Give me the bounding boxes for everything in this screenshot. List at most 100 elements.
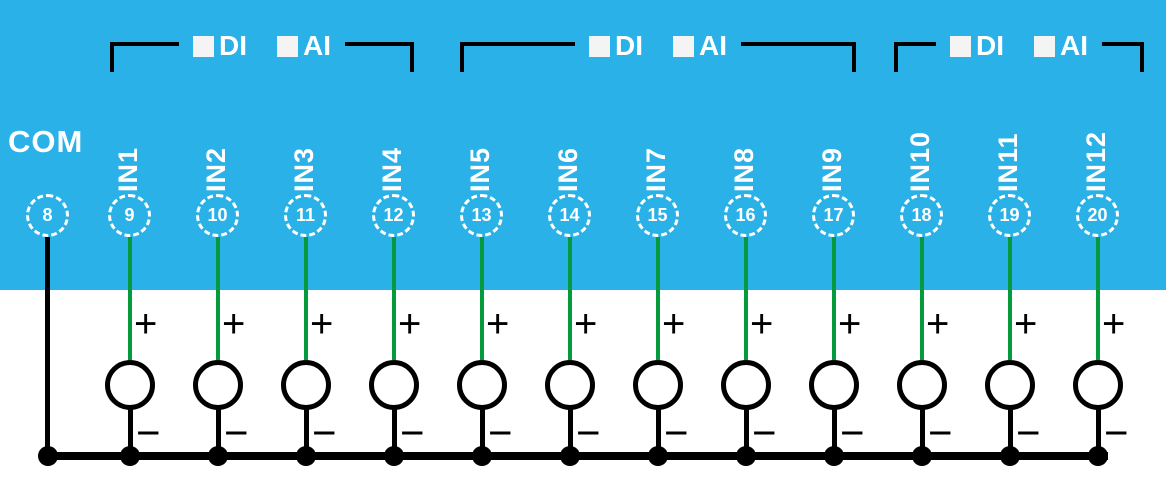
signal-wire-positive xyxy=(1096,237,1100,360)
plus-sign: + xyxy=(134,302,158,346)
return-wire xyxy=(1096,407,1101,457)
channel-label: IN9 xyxy=(817,146,847,192)
signal-wire-positive xyxy=(480,237,484,360)
sensor-circle xyxy=(897,360,947,410)
signal-wire-positive xyxy=(568,237,572,360)
di-checkbox-icon xyxy=(589,35,610,57)
channel-label: IN5 xyxy=(465,146,495,192)
sensor-circle xyxy=(105,360,155,410)
return-wire xyxy=(1008,407,1013,457)
channel-label: IN12 xyxy=(1081,130,1111,192)
terminal-pin: 15 xyxy=(636,194,679,237)
sensor-circle xyxy=(193,360,243,410)
di-checkbox-icon xyxy=(950,35,971,57)
signal-wire-positive xyxy=(832,237,836,360)
return-wire xyxy=(480,407,485,457)
channel-label: IN11 xyxy=(993,132,1023,192)
minus-sign: − xyxy=(400,409,425,456)
channel-label: IN2 xyxy=(201,146,231,192)
return-wire xyxy=(920,407,925,457)
terminal-pin-com: 8 xyxy=(26,194,69,237)
minus-sign: − xyxy=(136,409,161,456)
group-label: DI AI xyxy=(936,28,1102,64)
terminal-pin: 17 xyxy=(812,194,855,237)
signal-wire-positive xyxy=(392,237,396,360)
plus-sign: + xyxy=(398,302,422,346)
minus-sign: − xyxy=(928,409,953,456)
channel-label: IN3 xyxy=(289,146,319,192)
channel-label: IN6 xyxy=(553,146,583,192)
signal-wire-positive xyxy=(216,237,220,360)
signal-wire-positive xyxy=(304,237,308,360)
return-wire xyxy=(568,407,573,457)
minus-sign: − xyxy=(488,409,513,456)
return-wire xyxy=(304,407,309,457)
com-wire xyxy=(45,237,50,456)
sensor-circle xyxy=(985,360,1035,410)
minus-sign: − xyxy=(224,409,249,456)
ai-item: AI xyxy=(673,30,727,62)
sensor-circle xyxy=(281,360,331,410)
return-wire xyxy=(656,407,661,457)
terminal-pin: 18 xyxy=(900,194,943,237)
ai-label: AI xyxy=(303,30,331,61)
di-label: DI xyxy=(976,30,1004,61)
di-checkbox-icon xyxy=(193,35,214,57)
return-wire xyxy=(744,407,749,457)
sensor-circle xyxy=(721,360,771,410)
group-label: DI AI xyxy=(575,28,741,64)
ai-label: AI xyxy=(1060,30,1088,61)
minus-sign: − xyxy=(1016,409,1041,456)
di-item: DI xyxy=(193,30,247,62)
ground-bus-line xyxy=(40,452,1108,460)
signal-wire-positive xyxy=(656,237,660,360)
ai-checkbox-icon xyxy=(277,35,298,57)
channel-label: IN8 xyxy=(729,146,759,192)
terminal-pin: 10 xyxy=(196,194,239,237)
terminal-pin: 11 xyxy=(284,194,327,237)
di-label: DI xyxy=(615,30,643,61)
minus-sign: − xyxy=(752,409,777,456)
minus-sign: − xyxy=(312,409,337,456)
terminal-pin: 19 xyxy=(988,194,1031,237)
channel-label: IN4 xyxy=(377,146,407,192)
sensor-circle xyxy=(369,360,419,410)
plus-sign: + xyxy=(750,302,774,346)
signal-wire-positive xyxy=(744,237,748,360)
return-wire xyxy=(392,407,397,457)
signal-wire-positive xyxy=(920,237,924,360)
junction-dot-com xyxy=(38,446,58,466)
ai-checkbox-icon xyxy=(673,35,694,57)
ai-item: AI xyxy=(277,30,331,62)
channel-label: IN7 xyxy=(641,146,671,192)
plus-sign: + xyxy=(926,302,950,346)
plus-sign: + xyxy=(1014,302,1038,346)
return-wire xyxy=(128,407,133,457)
terminal-pin: 13 xyxy=(460,194,503,237)
terminal-pin: 16 xyxy=(724,194,767,237)
signal-wire-positive xyxy=(128,237,132,360)
signal-wire-positive xyxy=(1008,237,1012,360)
plus-sign: + xyxy=(838,302,862,346)
plus-sign: + xyxy=(486,302,510,346)
minus-sign: − xyxy=(664,409,689,456)
return-wire xyxy=(216,407,221,457)
sensor-circle xyxy=(545,360,595,410)
sensor-circle xyxy=(457,360,507,410)
minus-sign: − xyxy=(840,409,865,456)
plus-sign: + xyxy=(222,302,246,346)
ai-label: AI xyxy=(699,30,727,61)
ai-checkbox-icon xyxy=(1034,35,1055,57)
plus-sign: + xyxy=(574,302,598,346)
com-label: COM xyxy=(8,124,84,159)
terminal-pin: 9 xyxy=(108,194,151,237)
sensor-circle xyxy=(809,360,859,410)
terminal-pin: 20 xyxy=(1076,194,1119,237)
minus-sign: − xyxy=(1104,409,1129,456)
di-label: DI xyxy=(219,30,247,61)
plus-sign: + xyxy=(662,302,686,346)
plus-sign: + xyxy=(310,302,334,346)
sensor-circle xyxy=(1073,360,1123,410)
terminal-pin: 14 xyxy=(548,194,591,237)
